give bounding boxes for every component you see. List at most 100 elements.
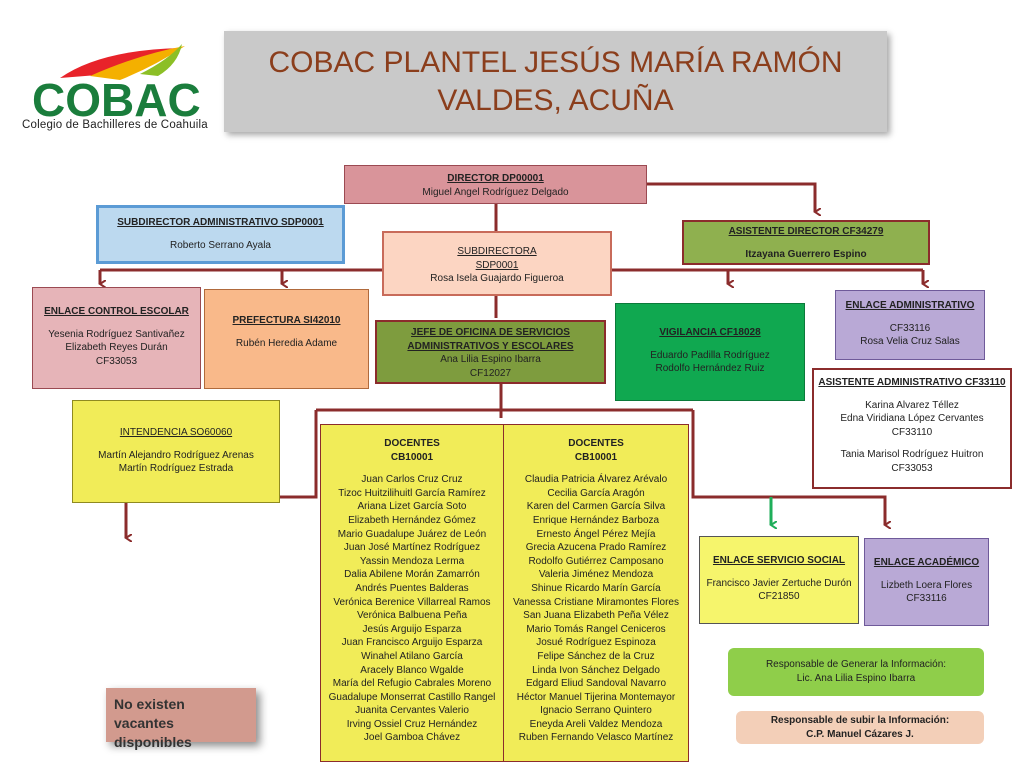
director-title: DIRECTOR DP00001 [447, 173, 544, 184]
academico-code: CF33116 [906, 593, 947, 604]
asistente-admin-name-2: Edna Viridiana López Cervantes [840, 413, 984, 424]
prefectura-name: Rubén Heredia Adame [235, 337, 338, 349]
docente-name: Juan Francisco Arguijo Esparza [341, 637, 483, 649]
vigilancia-title: VIGILANCIA CF18028 [659, 327, 761, 338]
docente-name: Ignacio Serrano Quintero [540, 705, 652, 717]
responsable-subir-line2: C.P. Manuel Cázares J. [806, 728, 914, 740]
control-escolar-code: CF33053 [95, 355, 138, 367]
servicio-social-code: CF21850 [758, 591, 800, 602]
docente-name: Juan José Martínez Rodríguez [343, 542, 481, 554]
docente-name: Mario Guadalupe Juárez de León [337, 528, 487, 540]
docentes-right-code: CB10001 [574, 451, 618, 463]
docentes-left-title: DOCENTES [384, 438, 440, 449]
asistente-director-box: ASISTENTE DIRECTOR CF34279 Itzayana Guer… [682, 220, 930, 265]
docente-name: Ariana Lizet García Soto [357, 501, 467, 513]
control-escolar-title: ENLACE CONTROL ESCOLAR [44, 306, 189, 317]
docente-name: Cecilia García Aragón [547, 487, 645, 499]
jefe-oficina-code: CF12027 [469, 367, 512, 379]
asistente-admin-name-1: Karina Alvarez Téllez [865, 399, 959, 411]
subdirector-admin-name: Roberto Serrano Ayala [170, 239, 271, 251]
docente-name: Josué Rodríguez Espinoza [536, 637, 656, 649]
jefe-oficina-title-1: JEFE DE OFICINA DE SERVICIOS [411, 327, 570, 338]
docente-name: Joel Gamboa Chávez [363, 732, 461, 744]
docente-name: Guadalupe Monserrat Castillo Rangel [328, 691, 496, 703]
control-escolar-box: ENLACE CONTROL ESCOLAR Yesenia Rodríguez… [32, 287, 201, 389]
logo-word: COBAC [32, 74, 201, 126]
jefe-oficina-box: JEFE DE OFICINA DE SERVICIOS ADMINISTRAT… [375, 320, 606, 384]
servicio-social-box: ENLACE SERVICIO SOCIAL Francisco Javier … [699, 536, 859, 624]
docente-name: Karen del Carmen García Silva [526, 501, 666, 513]
academico-name: Lizbeth Loera Flores [880, 579, 973, 591]
no-vacantes-note: No existen vacantes disponibles [106, 688, 256, 750]
docentes-box-right: DOCENTES CB10001 Claudia Patricia Álvare… [503, 424, 689, 762]
docente-name: Ernesto Ángel Pérez Mejía [536, 528, 656, 540]
docente-name: Claudia Patricia Álvarez Arévalo [524, 474, 668, 486]
responsable-subir-box: Responsable de subir la Información: C.P… [736, 711, 984, 744]
intendencia-title: INTENDENCIA SO60060 [119, 427, 233, 438]
subdirectora-box: SUBDIRECTORA SDP0001 Rosa Isela Guajardo… [382, 231, 612, 296]
subdirectora-title: SUBDIRECTORA [457, 246, 537, 257]
subdirectora-name: Rosa Isela Guajardo Figueroa [430, 273, 564, 284]
intendencia-name-1: Martín Alejandro Rodríguez Arenas [98, 449, 254, 461]
asistente-admin-code-2: CF33053 [891, 462, 933, 474]
docente-name: Vanessa Cristiane Miramontes Flores [513, 596, 679, 608]
responsable-subir-line1: Responsable de subir la Información: [770, 715, 950, 726]
control-escolar-name-2: Elizabeth Reyes Durán [65, 342, 168, 353]
docente-name: San Juana Elizabeth Peña Vélez [523, 610, 669, 622]
docente-name: Enrique Hernández Barboza [532, 514, 660, 526]
docentes-right-title: DOCENTES [568, 438, 624, 449]
docente-name: Jesús Arguijo Esparza [362, 623, 462, 635]
responsable-generar-line1: Responsable de Generar la Información: [765, 659, 947, 670]
asistente-admin-title: ASISTENTE ADMINISTRATIVO CF33110 [818, 377, 1006, 388]
docente-name: Eneyda Areli Valdez Mendoza [529, 718, 663, 730]
director-box: DIRECTOR DP00001 Miguel Angel Rodríguez … [344, 165, 647, 204]
docente-name: Felipe Sánchez de la Cruz [537, 650, 655, 662]
enlace-admin-box: ENLACE ADMINISTRATIVO CF33116 Rosa Velia… [835, 290, 985, 360]
vigilancia-name-1: Eduardo Padilla Rodríguez [650, 349, 770, 361]
intendencia-name-2: Martín Rodríguez Estrada [118, 463, 234, 474]
docente-name: Elizabeth Hernández Gómez [348, 514, 476, 526]
docente-name: Aracely Blanco Wgalde [360, 664, 464, 676]
responsable-generar-line2: Lic. Ana Lilia Espino Ibarra [796, 672, 916, 684]
enlace-admin-name: Rosa Velia Cruz Salas [860, 336, 960, 347]
academico-title: ENLACE ACADÉMICO [873, 557, 980, 568]
responsable-generar-box: Responsable de Generar la Información: L… [728, 648, 984, 696]
control-escolar-name-1: Yesenia Rodríguez Santivañez [48, 328, 185, 340]
prefectura-box: PREFECTURA SI42010 Rubén Heredia Adame [204, 289, 369, 389]
asistente-director-name: Itzayana Guerrero Espino [745, 248, 867, 260]
docente-name: Yassin Mendoza Lerma [359, 555, 465, 567]
docente-name: Rodolfo Gutiérrez Camposano [528, 555, 664, 567]
subdirector-admin-title: SUBDIRECTOR ADMINISTRATIVO SDP0001 [117, 217, 324, 228]
title-panel: COBAC PLANTEL JESÚS MARÍA RAMÓN VALDES, … [224, 31, 887, 132]
page-title-line1: COBAC PLANTEL JESÚS MARÍA RAMÓN [268, 45, 843, 79]
asistente-admin-name-3: Tania Marisol Rodríguez Huitron [840, 449, 984, 460]
asistente-admin-code-1: CF33110 [891, 426, 933, 438]
docente-name: Juan Carlos Cruz Cruz [361, 474, 463, 486]
cobac-logo: COBAC [20, 40, 230, 135]
docente-name: Juanita Cervantes Valerio [355, 705, 469, 717]
connector-right-drop [691, 410, 885, 525]
jefe-oficina-title-2: ADMINISTRATIVOS Y ESCOLARES [407, 340, 574, 352]
docente-name: Ruben Fernando Velasco Martínez [518, 732, 674, 744]
servicio-social-name: Francisco Javier Zertuche Durón [706, 577, 852, 589]
docente-name: María del Refugio Cabrales Moreno [332, 678, 492, 690]
docente-name: Mario Tomás Rangel Ceniceros [526, 623, 666, 635]
page-title-line2: VALDES, ACUÑA [437, 83, 674, 117]
enlace-admin-title: ENLACE ADMINISTRATIVO [845, 300, 975, 311]
asistente-director-title: ASISTENTE DIRECTOR CF34279 [728, 226, 884, 237]
docente-name: Héctor Manuel Tijerina Montemayor [516, 691, 676, 703]
academico-box: ENLACE ACADÉMICO Lizbeth Loera Flores CF… [864, 538, 989, 626]
subdirector-admin-box: SUBDIRECTOR ADMINISTRATIVO SDP0001 Rober… [96, 205, 345, 264]
docente-name: Verónica Berenice Villarreal Ramos [333, 596, 491, 608]
jefe-oficina-name: Ana Lilia Espino Ibarra [440, 354, 541, 365]
docente-name: Valeria Jiménez Mendoza [538, 569, 654, 581]
docente-name: Tizoc Huitzilihuitl García Ramírez [338, 487, 486, 499]
vigilancia-box: VIGILANCIA CF18028 Eduardo Padilla Rodrí… [615, 303, 805, 401]
docente-name: Verónica Balbuena Peña [356, 610, 468, 622]
docente-name: Irving Ossiel Cruz Hernández [346, 718, 478, 730]
servicio-social-title: ENLACE SERVICIO SOCIAL [712, 555, 846, 566]
docente-name: Shinue Ricardo Marín García [531, 582, 661, 594]
docente-name: Edgard Eliud Sandoval Navarro [525, 678, 667, 690]
